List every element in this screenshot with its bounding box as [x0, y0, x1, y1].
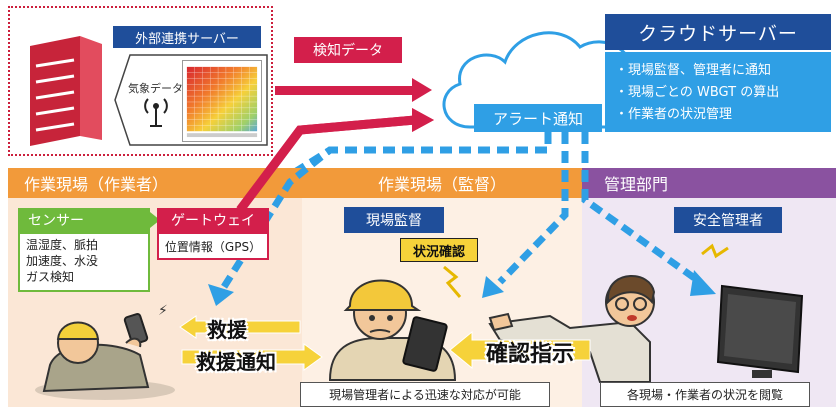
cloud-function-status: ・作業者の状況管理 [615, 107, 733, 122]
sensor-title: センサー [18, 208, 150, 232]
site-supervisor-label: 現場監督 [344, 207, 444, 233]
detection-data-label: 検知データ [294, 37, 402, 63]
alert-zigzag-icon [443, 265, 462, 298]
cloud-server-title: クラウドサーバー [605, 14, 831, 50]
monitor-icon [716, 284, 804, 378]
sensor-line: ガス検知 [26, 270, 75, 284]
alert-head-manager [690, 270, 716, 296]
external-server-title: 外部連携サーバー [113, 26, 261, 48]
antenna-icon [144, 98, 168, 127]
rescue-arrow [179, 315, 301, 339]
alert-path-supervisor [497, 132, 569, 285]
gateway-uplink [236, 115, 416, 213]
sensor-to-gateway-arrow [150, 212, 160, 228]
alert-notification-label: アラート通知 [474, 104, 602, 132]
sensor-line: 加速度、水没 [26, 254, 99, 268]
confirm-instruction-label: 確認指示 [486, 342, 575, 367]
cloud-function-wbgt: ・現場ごとの WBGT の算出 [615, 85, 780, 100]
weather-data-label: 気象データ [128, 82, 183, 95]
alert-head-worker [208, 284, 234, 306]
confirm-instruction-arrow [449, 330, 591, 370]
gateway-location: 位置情報（GPS） [157, 232, 269, 260]
rescue-notify-arrow [181, 343, 323, 371]
rescue-label: 救援 [207, 318, 247, 342]
section-supervisor-heading: 作業現場（監督） [302, 168, 582, 198]
gateway-uplink-head [412, 108, 434, 132]
rescue-notification-label: 救援通知 [196, 350, 276, 374]
alert-head-supervisor [482, 276, 504, 298]
supervisor-caption: 現場管理者による迅速な対応が可能 [300, 382, 550, 407]
alert-zigzag-icon [701, 243, 729, 259]
alert-path-manager [581, 132, 703, 285]
sensor-capabilities: 温湿度、脈拍 加速度、水没 ガス検知 [18, 232, 150, 292]
management-caption: 各現場・作業者の状況を閲覧 [600, 382, 810, 407]
detection-arrow-top [275, 78, 432, 102]
section-management-heading: 管理部門 [582, 168, 836, 198]
cloud-function-notify: ・現場監督、管理者に通知 [615, 63, 772, 78]
server-tower-icon [30, 36, 102, 146]
gateway-title: ゲートウェイ [157, 208, 269, 232]
worker-collapsed-illustration: ⚡ [35, 303, 175, 400]
safety-manager-label: 安全管理者 [674, 207, 782, 233]
cloud-server-functions: ・現場監督、管理者に通知 ・現場ごとの WBGT の算出 ・作業者の状況管理 [605, 52, 831, 132]
svg-text:⚡: ⚡ [158, 303, 168, 319]
status-check-label: 状況確認 [400, 238, 478, 262]
supervisor-tablet-illustration [328, 279, 457, 381]
sensor-line: 温湿度、脈拍 [26, 238, 99, 252]
wbgt-heatmap-table [182, 60, 262, 142]
